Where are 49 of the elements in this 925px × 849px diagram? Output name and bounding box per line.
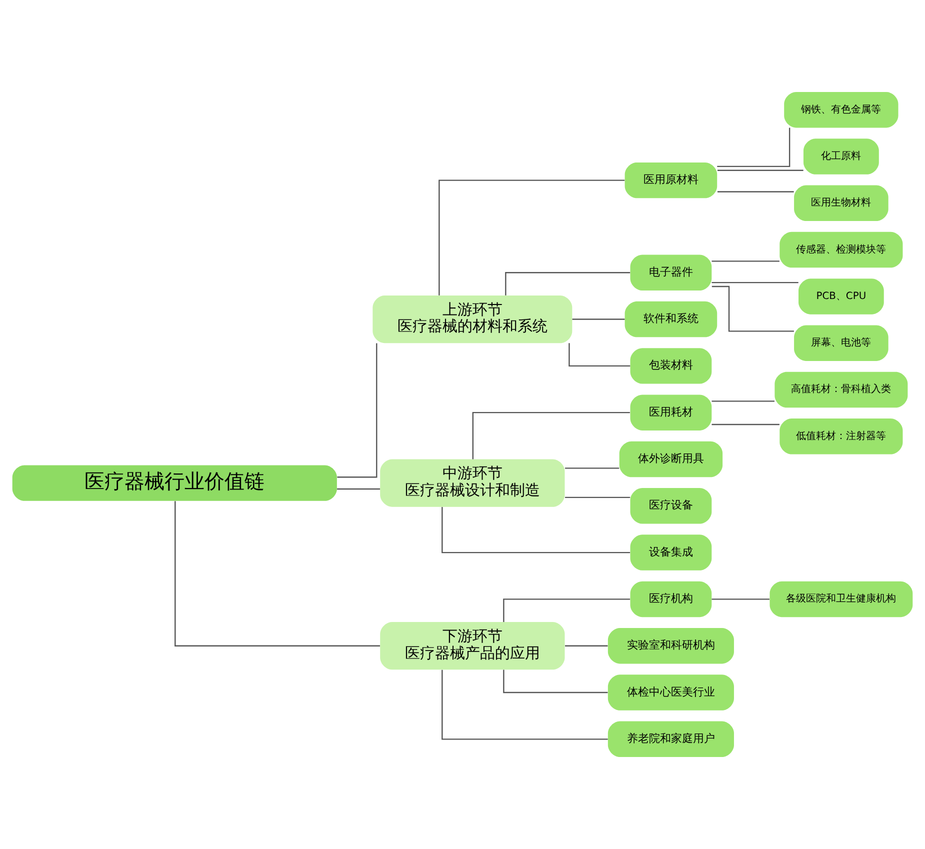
node-box: 医用原材料 — [624, 162, 718, 198]
connector — [565, 496, 630, 498]
node-box: 软件和系统 — [624, 301, 718, 338]
node-box: 高值耗材：骨科植入类 — [774, 372, 908, 408]
node-box: 医用耗材 — [630, 394, 712, 430]
node-box: 体外诊断用具 — [619, 441, 723, 478]
connector — [717, 128, 790, 167]
node-box: 传感器、检测模块等 — [780, 232, 903, 268]
node-box: 低值耗材：注射器等 — [780, 418, 903, 454]
node-box: 实验室和科研机构 — [608, 628, 734, 664]
connector — [568, 343, 630, 367]
connector — [472, 412, 630, 460]
node-box: 养老院和家庭用户 — [608, 721, 734, 758]
connector — [712, 598, 770, 600]
node-box: 体检中心医美行业 — [608, 674, 734, 710]
connector — [337, 343, 378, 478]
node-box: 上游环节 医疗器械的材料和系统 — [372, 295, 572, 344]
node-box: 设备集成 — [630, 534, 712, 570]
node-box: 化工原料 — [803, 138, 879, 174]
node-box: 下游环节 医疗器械产品的应用 — [380, 622, 565, 670]
connector — [572, 318, 625, 320]
connector — [442, 670, 608, 740]
node-box: 中游环节 医疗器械设计和制造 — [380, 459, 565, 507]
node-box: 医用生物材料 — [794, 185, 888, 221]
node-box: 屏幕、电池等 — [794, 325, 888, 361]
connector — [505, 272, 630, 296]
connector — [565, 645, 608, 646]
connector — [503, 670, 608, 694]
connector — [438, 180, 625, 296]
node-box: 钢铁、有色金属等 — [784, 92, 898, 128]
connector — [565, 468, 620, 469]
connector — [717, 191, 794, 192]
connector — [503, 598, 630, 622]
connector — [337, 488, 380, 490]
node-box: PCB、CPU — [798, 278, 884, 314]
connector — [712, 282, 798, 284]
connector — [174, 501, 380, 646]
connector — [712, 286, 794, 332]
connector — [712, 400, 774, 402]
connector — [712, 424, 780, 426]
node-box: 各级医院和卫生健康机构 — [770, 581, 913, 618]
node-box: 医疗设备 — [630, 488, 712, 524]
connector — [712, 260, 780, 262]
node-box: 电子器件 — [630, 254, 712, 290]
connector — [442, 506, 630, 554]
connector — [717, 170, 804, 171]
node-box: 包装材料 — [630, 348, 712, 384]
node-box: 医疗机构 — [630, 581, 712, 618]
node-box: 医疗器械行业价值链 — [12, 465, 337, 501]
